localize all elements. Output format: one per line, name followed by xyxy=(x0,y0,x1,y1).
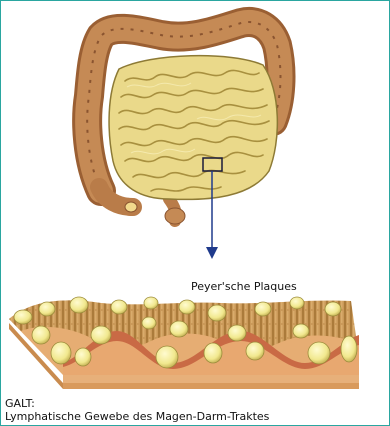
peyer-patches-label: Peyer'sche Plaques xyxy=(191,280,297,293)
galt-description: Lymphatische Gewebe des Magen-Darm-Trakt… xyxy=(5,410,269,423)
galt-title: GALT: xyxy=(5,397,35,410)
tissue-cross-section xyxy=(9,297,359,389)
small-intestine xyxy=(109,56,277,200)
